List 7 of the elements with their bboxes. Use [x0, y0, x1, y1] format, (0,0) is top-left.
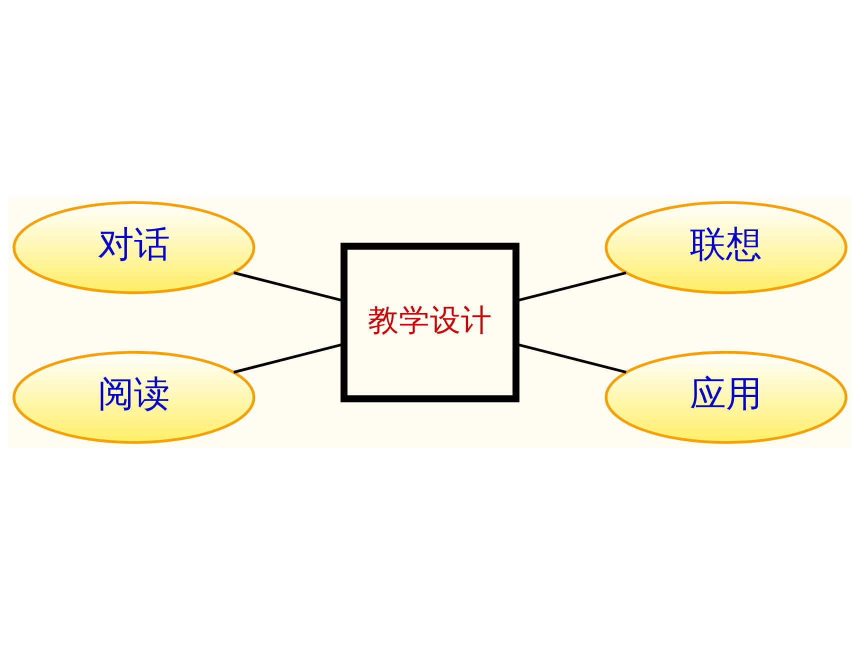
node-ellipse: 应用 [604, 350, 848, 444]
node-ellipse: 联想 [604, 201, 848, 294]
connector [233, 271, 344, 302]
node-ellipse: 阅读 [12, 350, 256, 444]
node-ellipse: 对话 [12, 201, 256, 294]
node-box: 教学设计 [340, 242, 520, 402]
connector [233, 342, 344, 374]
